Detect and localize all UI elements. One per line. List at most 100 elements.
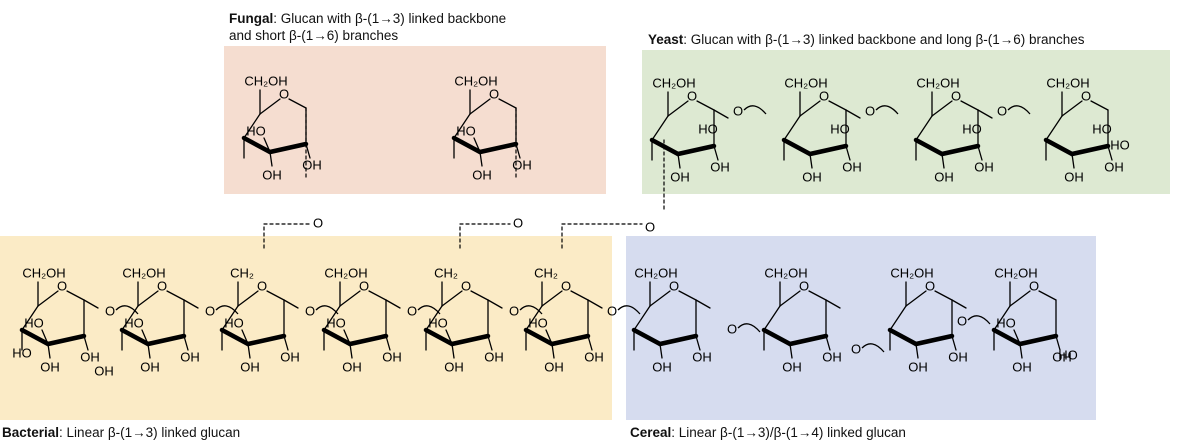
fungal-description-line1: : Glucan with β-(1→3) linked backbone [273,11,507,26]
bond-line [137,290,159,307]
oh-label: OH [1012,359,1032,374]
oxygen-label: O [851,341,861,356]
bond-line [695,335,701,351]
bond-line [245,333,287,347]
bond-line [166,290,185,301]
bond-line [845,145,851,161]
oh-label: OH [180,349,200,364]
bond-line [119,327,151,347]
bond-line [477,141,519,155]
ring-oxygen: O [157,278,167,293]
bond-line [781,137,813,157]
bond-line [288,98,307,109]
ch2oh-label: CH₂OH [994,265,1037,280]
bond-line [469,98,491,115]
bond-line [783,115,801,141]
bond-line [41,329,49,345]
oh-label: OH [710,159,730,174]
yeast-caption: Yeast: Glucan with β-(1→3) linked backbo… [648,32,1085,48]
bond-line [941,153,945,169]
ch2oh-label: CH₂OH [764,265,807,280]
bacterial-link-oxygen: O [205,303,239,318]
bond-line [1019,343,1023,359]
bond-line [347,333,389,347]
bond-line [889,305,907,331]
bond-line [695,299,711,309]
bond-line [385,335,391,351]
bond-line [828,100,847,111]
bond-line [21,305,39,331]
bond-line [479,151,483,167]
branch-oxygen: O [313,215,323,230]
ring-oxygen: O [669,278,679,293]
bond-line [659,343,663,359]
oxygen-label: O [733,103,743,118]
ch2-label: CH₂ [534,265,558,280]
bond-line [259,98,281,115]
bond-line [633,305,651,331]
bond-line [951,335,957,351]
ring-oxygen: O [561,278,571,293]
bond-line [915,115,933,141]
ring-oxygen: O [1081,88,1091,103]
bond-line [1107,145,1113,161]
arc-bond [519,305,543,315]
bond-line [1069,143,1111,157]
oxygen-label: O [997,103,1007,118]
oh-label: OH [472,167,492,182]
bond-line [453,113,471,139]
bond-line [913,137,945,157]
bacterial-to-cereal-oxygen: O [607,303,641,318]
oxygen-label: O [105,303,115,318]
bond-line [551,343,555,359]
ho-label: HO [12,345,32,360]
bond-line [651,115,669,141]
bond-line [487,335,493,351]
bond-line [219,327,251,347]
ch2oh-label: CH₂OH [122,265,165,280]
bond-line [934,290,953,301]
bond-line [305,143,311,159]
arc-bond [115,305,139,315]
bond-line [241,329,249,345]
oxygen-label: O [727,321,737,336]
bond-line [587,299,603,309]
cereal-description: : Linear β-(1→3)/β-(1→4) linked glucan [671,425,906,440]
oh-label: OH [1052,349,1072,364]
bond-line [993,305,1011,331]
bond-line [487,299,503,309]
ring-oxygen: O [257,278,267,293]
bond-line [1045,115,1063,141]
bacterial-caption: Bacterial: Linear β-(1→3) linked glucan [2,425,240,441]
oh-label: OH [484,349,504,364]
bond-line [147,343,151,359]
ho-label: HO [224,315,244,330]
ho-label: HO [428,315,448,330]
oh-label: OH [670,169,690,184]
bond-line [525,305,543,331]
bacterial-description: : Linear β-(1→3) linked glucan [59,425,241,440]
bond-line [47,343,51,359]
oh-label: OH [934,169,954,184]
cereal-region [626,236,1096,420]
cereal-caption: Cereal: Linear β-(1→3)/β-(1→4) linked gl… [630,425,906,441]
bond-line [1055,335,1061,351]
oh-label: OH [80,349,100,364]
ch2oh-label: CH₂OH [784,75,827,90]
bond-line [267,141,309,155]
fungal-description-line2: and short β-(1→6) branches [229,28,399,43]
ho-label: HO [528,315,548,330]
arc-bond [967,315,991,325]
bond-line [183,299,199,309]
oh-label: OH [842,159,862,174]
bond-line [441,290,463,307]
oh-label: OH [240,359,260,374]
ho-label: HO [996,315,1016,330]
